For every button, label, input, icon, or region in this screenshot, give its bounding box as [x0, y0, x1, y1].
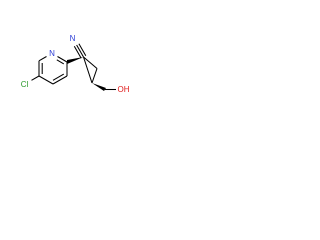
cyclopropane-ring	[83, 56, 98, 84]
pyridine-ring	[38, 56, 68, 85]
bond-n1-c6	[38, 56, 47, 62]
atom-label-n-nitrile: N	[70, 34, 76, 43]
wedge-bond-to-ch2	[92, 83, 106, 91]
bond-c2-c3-cp	[91, 68, 98, 84]
bond-c4-c3-inner	[52, 73, 65, 81]
atom-label-hydroxyl: OH	[118, 85, 130, 94]
nitrile-bond-1	[76, 44, 84, 58]
bond-c4-c3	[52, 75, 68, 85]
nitrile-bond-2	[73, 46, 82, 59]
bond-c5-cl	[31, 75, 40, 81]
nitrile-group	[73, 43, 87, 59]
nitrile-bond-3	[78, 43, 87, 56]
bond-c3-c1-cp	[83, 56, 93, 84]
atom-label-chlorine: Cl	[21, 80, 29, 89]
bond-c5-c4	[38, 75, 54, 85]
molecule-structure: N N Cl OH	[21, 34, 130, 94]
wedge-bond-to-pyridine	[67, 57, 84, 64]
bond-c2-n1	[57, 56, 68, 63]
bond-n1-c2-inner	[56, 59, 65, 65]
bond-c1-c2-cp	[83, 56, 98, 69]
atom-label-n-ring: N	[49, 49, 55, 58]
